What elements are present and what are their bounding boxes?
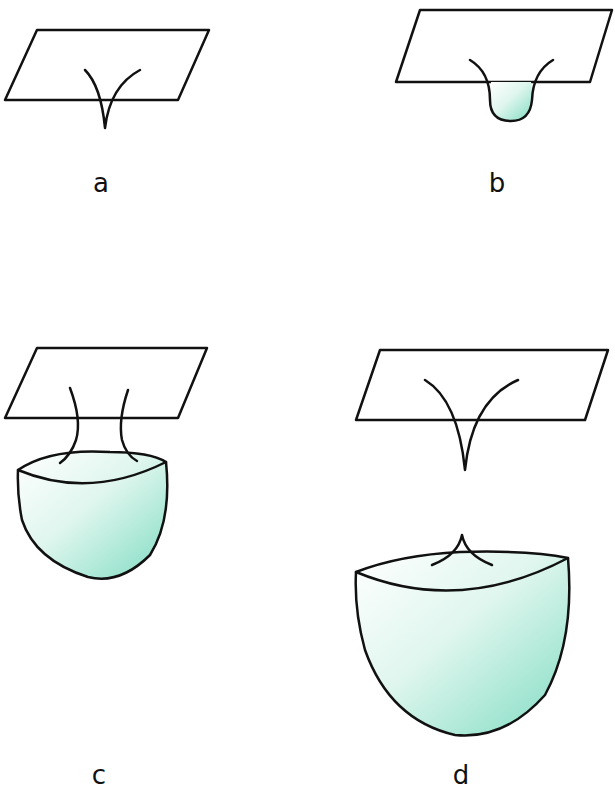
inverted-cusp: [432, 535, 492, 565]
panel-label: c: [92, 762, 106, 788]
cusp-curve: [85, 70, 140, 128]
bowl-rim: [18, 462, 166, 483]
surface-plane: [5, 348, 207, 418]
droplet-neck: [470, 60, 553, 121]
bowl-rim: [356, 558, 568, 590]
drop-bowl: [18, 451, 167, 578]
panel-label: b: [489, 170, 506, 196]
drop-bowl: [356, 552, 570, 736]
panel-label: d: [453, 762, 470, 788]
panel-label: a: [93, 170, 109, 196]
drop-neck: [60, 388, 137, 463]
cusp-curve: [425, 380, 518, 470]
surface-plane: [5, 30, 209, 100]
surface-plane: [396, 10, 612, 82]
surface-plane: [356, 350, 608, 420]
